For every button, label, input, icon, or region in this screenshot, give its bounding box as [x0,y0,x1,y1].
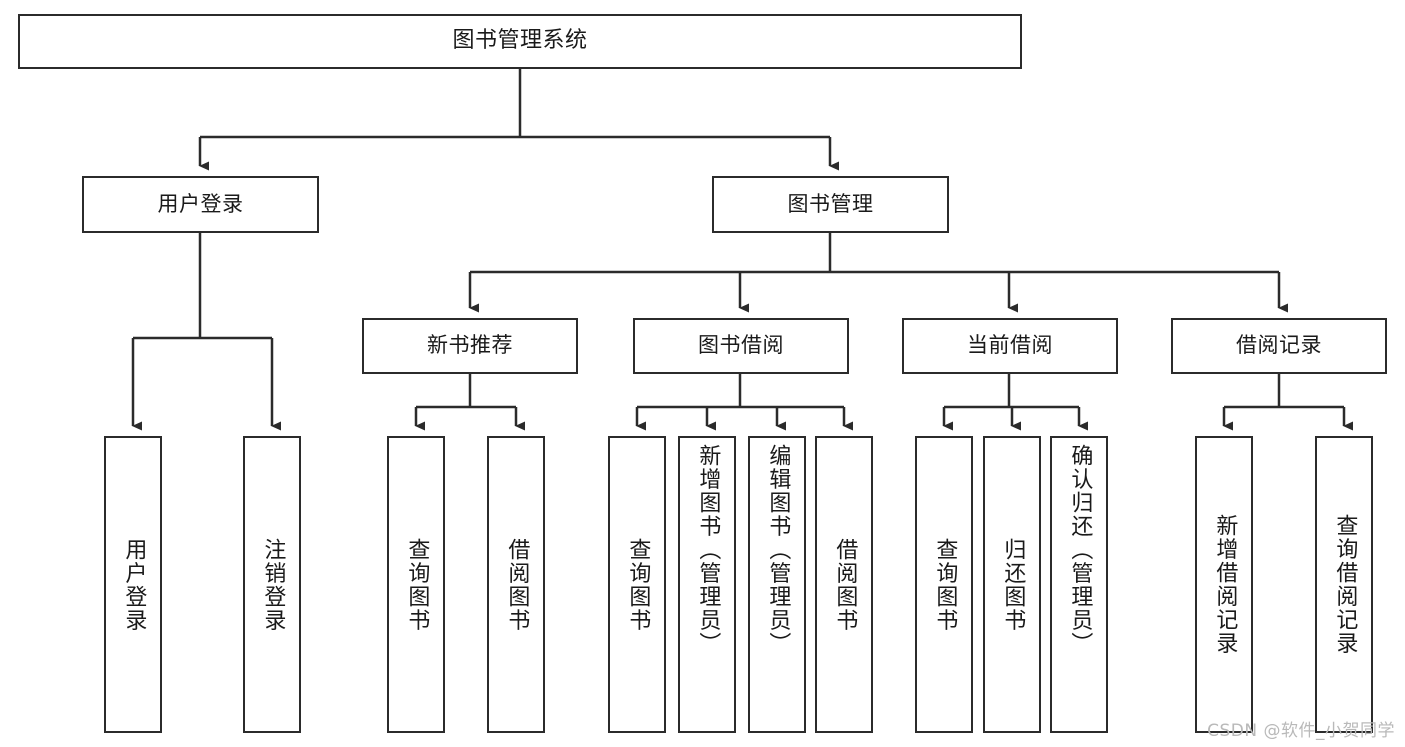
node-leaf-label: 编辑图书（管理员） [765,444,791,656]
node-leaf-inner: 查询图书 [389,438,443,731]
node-leaf-8[interactable]: 查询图书 [915,436,973,733]
node-leaf-5[interactable]: 新增图书（管理员） [678,436,736,733]
node-leaf-12[interactable]: 查询借阅记录 [1315,436,1373,733]
node-leaf-label: 新增图书（管理员） [695,444,721,656]
node-leaf-7[interactable]: 借阅图书 [815,436,873,733]
node-leaf-label: 查询图书 [932,537,958,632]
node-leaf-label: 查询图书 [404,537,430,632]
node-level2-label: 当前借阅 [967,333,1053,358]
node-level2-4[interactable]: 当前借阅 [902,318,1118,374]
node-leaf-inner: 确认归还（管理员） [1052,438,1106,737]
node-level2-5[interactable]: 借阅记录 [1171,318,1387,374]
node-leaf-0[interactable]: 用户登录 [104,436,162,733]
node-leaf-inner: 新增图书（管理员） [680,438,734,737]
node-leaf-inner: 用户登录 [106,438,160,731]
node-leaf-inner: 编辑图书（管理员） [750,438,804,737]
node-leaf-6[interactable]: 编辑图书（管理员） [748,436,806,733]
node-leaf-2[interactable]: 查询图书 [387,436,445,733]
node-level2-1[interactable]: 图书管理 [712,176,949,233]
node-level2-3[interactable]: 图书借阅 [633,318,849,374]
node-leaf-1[interactable]: 注销登录 [243,436,301,733]
node-leaf-3[interactable]: 借阅图书 [487,436,545,733]
node-leaf-9[interactable]: 归还图书 [983,436,1041,733]
node-leaf-inner: 查询借阅记录 [1317,438,1371,731]
node-leaf-label: 借阅图书 [832,537,858,632]
node-leaf-4[interactable]: 查询图书 [608,436,666,733]
node-leaf-label: 用户登录 [121,537,147,632]
node-level2-label: 图书借阅 [698,333,784,358]
node-leaf-inner: 查询图书 [610,438,664,731]
node-level2-label: 借阅记录 [1236,333,1322,358]
node-level2-label: 图书管理 [787,191,874,216]
node-leaf-label: 借阅图书 [504,537,530,632]
node-leaf-inner: 查询图书 [917,438,971,731]
node-root[interactable]: 图书管理系统 [18,14,1022,69]
node-leaf-label: 确认归还（管理员） [1067,444,1093,656]
node-leaf-10[interactable]: 确认归还（管理员） [1050,436,1108,733]
node-leaf-label: 归还图书 [1000,537,1026,632]
node-leaf-inner: 归还图书 [985,438,1039,731]
node-leaf-inner: 借阅图书 [489,438,543,731]
node-leaf-inner: 新增借阅记录 [1197,438,1251,731]
node-level2-label: 新书推荐 [427,333,513,358]
node-leaf-inner: 借阅图书 [817,438,871,731]
node-leaf-label: 注销登录 [260,537,286,632]
watermark-text: CSDN @软件_小贺同学 [1207,721,1395,741]
node-leaf-inner: 注销登录 [245,438,299,731]
node-root-label: 图书管理系统 [452,28,588,54]
node-level2-2[interactable]: 新书推荐 [362,318,578,374]
node-leaf-label: 新增借阅记录 [1212,514,1238,655]
node-level2-0[interactable]: 用户登录 [82,176,319,233]
node-leaf-11[interactable]: 新增借阅记录 [1195,436,1253,733]
node-level2-label: 用户登录 [157,191,244,216]
node-leaf-label: 查询借阅记录 [1332,514,1358,655]
node-leaf-label: 查询图书 [625,537,651,632]
